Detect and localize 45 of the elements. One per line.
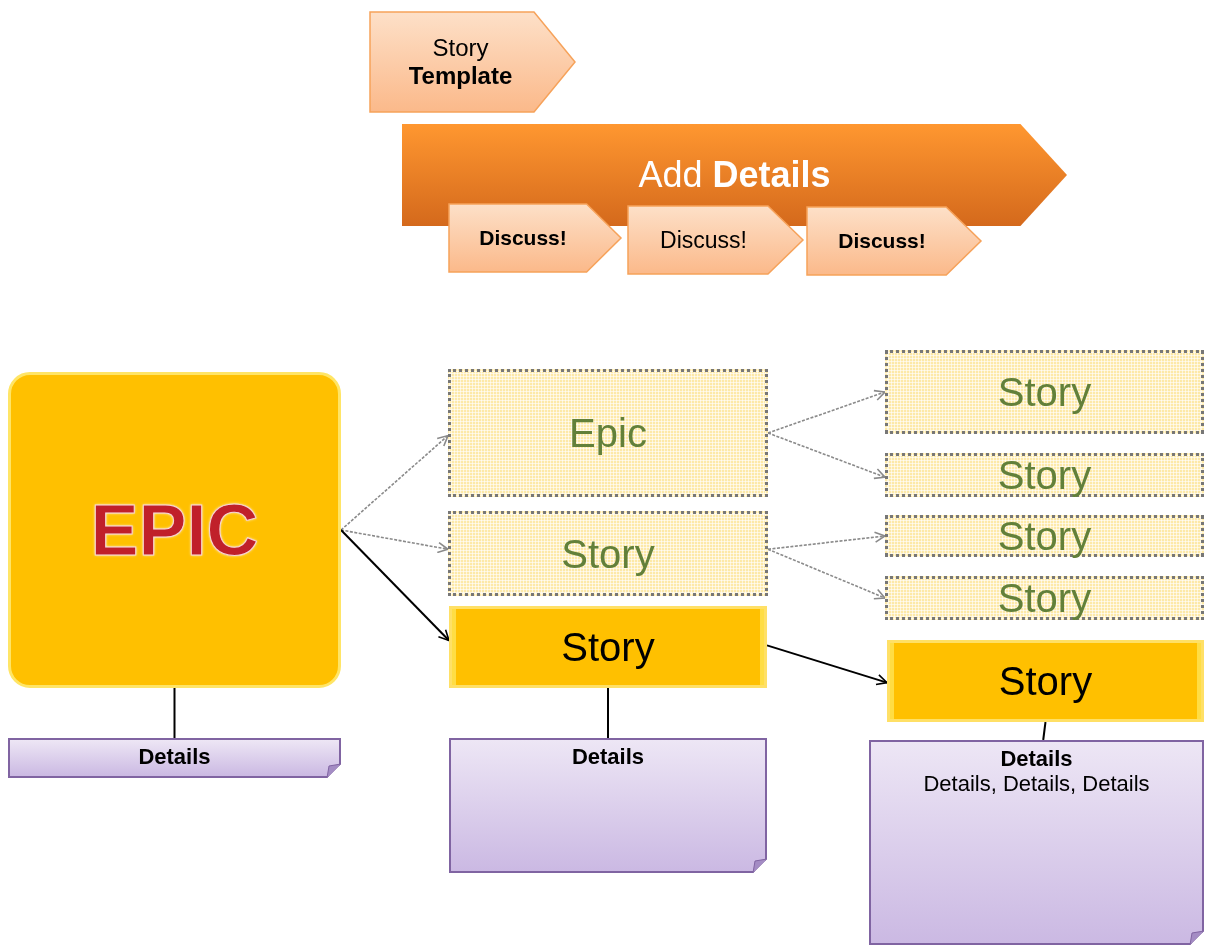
node-label: Discuss!	[479, 225, 568, 251]
arrow	[767, 389, 886, 434]
patterned-box	[885, 453, 1204, 497]
node-label: Details	[138, 744, 211, 770]
note-card	[449, 738, 767, 873]
story-box	[887, 640, 1204, 722]
node-label: Details	[1000, 746, 1073, 772]
chevron-shape	[807, 207, 981, 275]
node-label: EPIC	[90, 488, 259, 572]
note-card	[8, 738, 341, 778]
patterned-box	[885, 576, 1204, 620]
patterned-box	[448, 369, 768, 497]
note-card	[869, 740, 1204, 945]
node-label: Story	[561, 533, 655, 574]
node-label: Story	[998, 658, 1093, 704]
patterned-box	[885, 350, 1204, 434]
chevron-shape	[449, 204, 621, 272]
connector-line	[607, 687, 609, 739]
arrow	[340, 529, 450, 642]
epic-card	[8, 372, 341, 688]
node-label: Story Template	[407, 34, 514, 90]
arrow	[767, 432, 886, 480]
connector-line	[1042, 721, 1047, 741]
node-label: Details	[571, 744, 645, 770]
arrow	[766, 644, 888, 686]
node-label: Story	[561, 624, 655, 670]
node-label: Discuss!	[660, 226, 748, 254]
chevron-shape	[628, 206, 803, 274]
node-label: Story	[997, 516, 1092, 556]
node-label: Discuss!	[838, 228, 927, 254]
node-label: Add Details	[638, 154, 831, 196]
patterned-box	[448, 511, 768, 596]
arrow	[340, 434, 449, 531]
node-label: Epic	[569, 413, 647, 453]
node-label: Story	[997, 455, 1092, 495]
node-label: Story	[997, 372, 1092, 412]
arrow	[340, 529, 449, 554]
story-box	[449, 606, 767, 688]
arrow	[767, 548, 886, 600]
node-label: Details, Details, Details	[923, 771, 1150, 797]
node-label: Story	[997, 578, 1092, 618]
connector-line	[173, 687, 176, 739]
arrow	[767, 531, 886, 551]
patterned-box	[885, 515, 1204, 557]
chevron-shape	[370, 12, 575, 112]
